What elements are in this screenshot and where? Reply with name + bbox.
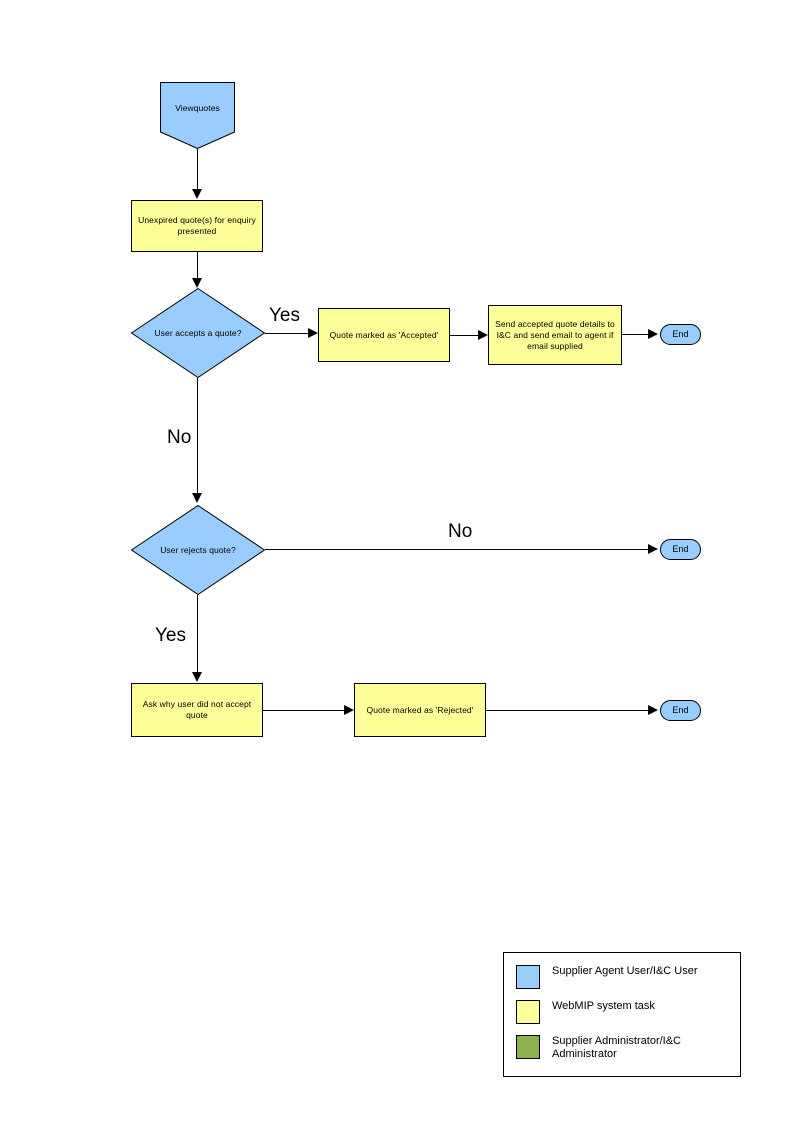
node-label: Unexpired quote(s) for enquiry presented [138, 215, 256, 236]
arrowhead-right-icon [308, 328, 318, 338]
connector-unexpired-to-accepts [197, 252, 198, 280]
node-end-2[interactable]: End [660, 539, 701, 560]
node-label: Quote marked as 'Accepted' [329, 329, 439, 340]
node-label: Ask why user did not accept quote [142, 699, 252, 720]
arrowhead-down-icon [192, 278, 202, 288]
arrowhead-down-icon [192, 672, 202, 682]
connector-send-to-end1 [622, 334, 652, 335]
connector-rejects-yes [197, 595, 198, 675]
node-decision-user-accepts[interactable]: User accepts a quote? [131, 288, 265, 378]
branch-label-no-accepts: No [167, 427, 192, 448]
branch-label-no-rejects: No [448, 521, 473, 542]
node-unexpired-quotes[interactable]: Unexpired quote(s) for enquiry presented [131, 200, 263, 252]
branch-label-yes-accepts: Yes [269, 305, 300, 326]
arrowhead-right-icon [648, 705, 658, 715]
node-quote-marked-rejected[interactable]: Quote marked as 'Rejected' [354, 683, 486, 737]
arrowhead-down-icon [192, 493, 202, 503]
legend-item-webmip-system-task: WebMIP system task [516, 1000, 655, 1024]
legend-swatch-green [516, 1035, 540, 1059]
node-start-viewquotes[interactable]: Viewquotes [160, 82, 235, 149]
legend-swatch-blue [516, 965, 540, 989]
node-end-1[interactable]: End [660, 324, 701, 345]
connector-rejects-no [265, 549, 652, 550]
node-label: End [672, 705, 689, 715]
connector-start-to-unexpired [197, 149, 198, 191]
arrowhead-right-icon [478, 330, 488, 340]
node-ask-why-not-accepted[interactable]: Ask why user did not accept quote [131, 683, 263, 737]
node-send-accepted-details[interactable]: Send accepted quote details to I&C and s… [488, 305, 622, 365]
node-label: Quote marked as 'Rejected' [366, 704, 474, 715]
branch-label-yes-rejects: Yes [155, 625, 186, 646]
connector-askwhy-to-rejected [263, 710, 349, 711]
connector-rejected-to-end3 [486, 710, 652, 711]
connector-accepts-no [197, 378, 198, 495]
connector-accepted-to-send [450, 335, 483, 336]
arrowhead-down-icon [192, 189, 202, 199]
pentagon-shape [160, 82, 235, 149]
legend-item-supplier-administrator: Supplier Administrator/I&C Administrator [516, 1035, 737, 1061]
node-quote-marked-accepted[interactable]: Quote marked as 'Accepted' [318, 308, 450, 362]
diamond-shape [131, 505, 265, 595]
legend-label: Supplier Administrator/I&C Administrator [552, 1035, 681, 1060]
arrowhead-right-icon [344, 705, 354, 715]
node-label: User rejects quote? [160, 544, 236, 555]
node-label: End [672, 544, 689, 554]
connector-accepts-yes [265, 333, 313, 334]
node-label: Send accepted quote details to I&C and s… [495, 318, 615, 351]
legend-swatch-yellow [516, 1000, 540, 1024]
legend-label: Supplier Agent User/I&C User [552, 965, 698, 977]
legend-box: Supplier Agent User/I&C User WebMIP syst… [503, 952, 741, 1077]
node-label: End [672, 329, 689, 339]
legend-item-supplier-agent-user: Supplier Agent User/I&C User [516, 965, 698, 989]
legend-label: WebMIP system task [552, 1000, 655, 1012]
node-end-3[interactable]: End [660, 700, 701, 721]
node-label: User accepts a quote? [154, 327, 242, 338]
node-decision-user-rejects[interactable]: User rejects quote? [131, 505, 265, 595]
arrowhead-right-icon [648, 329, 658, 339]
diamond-shape [131, 288, 265, 378]
node-label: Viewquotes [175, 103, 220, 113]
arrowhead-right-icon [648, 544, 658, 554]
